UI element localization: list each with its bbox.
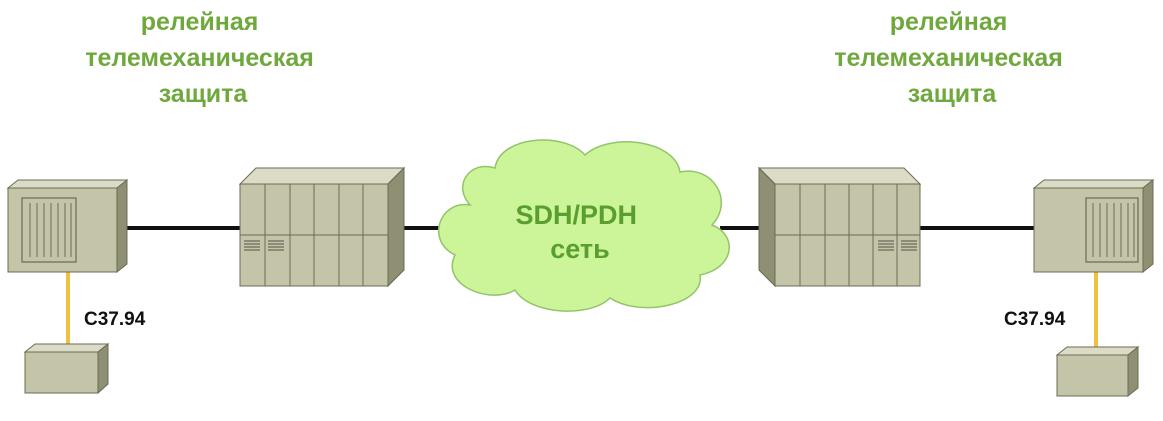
right-interface-label: C37.94: [1004, 309, 1066, 330]
right-relay-device: [1032, 178, 1155, 274]
left-title-line-2: телемеханическая: [85, 44, 314, 72]
left-endpoint-box: [23, 342, 110, 395]
left-site-title: релейная телемеханическая защита: [85, 8, 321, 108]
left-title-line-3: защита: [159, 80, 249, 108]
network-label-line-1: SDH/PDH: [515, 200, 637, 230]
right-title-line-2: телемеханическая: [834, 44, 1063, 72]
right-multiplexer: [757, 166, 922, 288]
sdh-pdh-cloud: [437, 139, 730, 312]
left-relay-device: [6, 178, 129, 274]
left-interface-label: C37.94: [84, 309, 146, 330]
left-multiplexer: [238, 166, 406, 288]
left-title-line-1: релейная: [141, 8, 259, 36]
right-title-line-1: релейная: [890, 8, 1008, 36]
right-title-line-3: защита: [908, 80, 998, 108]
right-endpoint-box: [1055, 345, 1140, 398]
network-label-line-2: сеть: [550, 234, 610, 264]
right-site-title: релейная телемеханическая защита: [834, 8, 1070, 108]
network-label: SDH/PDH сеть: [515, 200, 644, 264]
